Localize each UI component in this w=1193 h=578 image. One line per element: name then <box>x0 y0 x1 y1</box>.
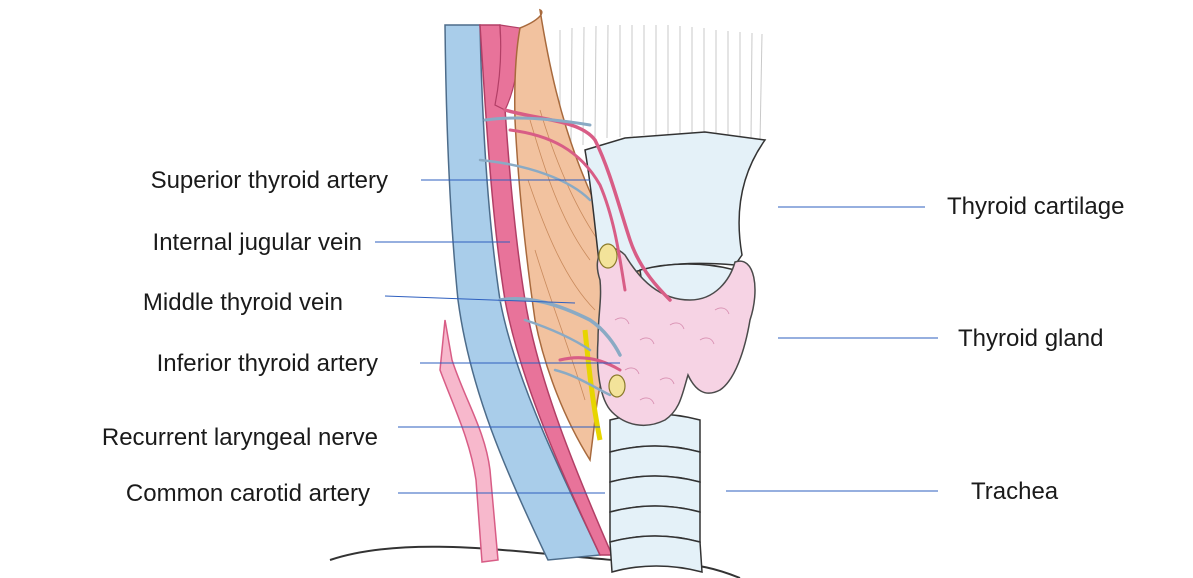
label-middle-thyroid-vein: Middle thyroid vein <box>143 289 343 317</box>
label-common-carotid-artery: Common carotid artery <box>126 480 370 508</box>
label-thyroid-cartilage: Thyroid cartilage <box>947 193 1124 221</box>
leader-lines-right <box>726 207 938 491</box>
thyrohyoid-membrane <box>560 25 762 145</box>
label-inferior-thyroid-artery: Inferior thyroid artery <box>157 350 378 378</box>
lower-parathyroid <box>609 375 625 397</box>
label-superior-thyroid-artery: Superior thyroid artery <box>151 167 388 195</box>
label-thyroid-gland: Thyroid gland <box>958 325 1103 353</box>
label-trachea: Trachea <box>971 478 1058 506</box>
upper-parathyroid <box>599 244 617 268</box>
label-internal-jugular-vein: Internal jugular vein <box>153 229 362 257</box>
trachea <box>610 414 702 572</box>
label-recurrent-laryngeal-nerve: Recurrent laryngeal nerve <box>102 424 378 452</box>
